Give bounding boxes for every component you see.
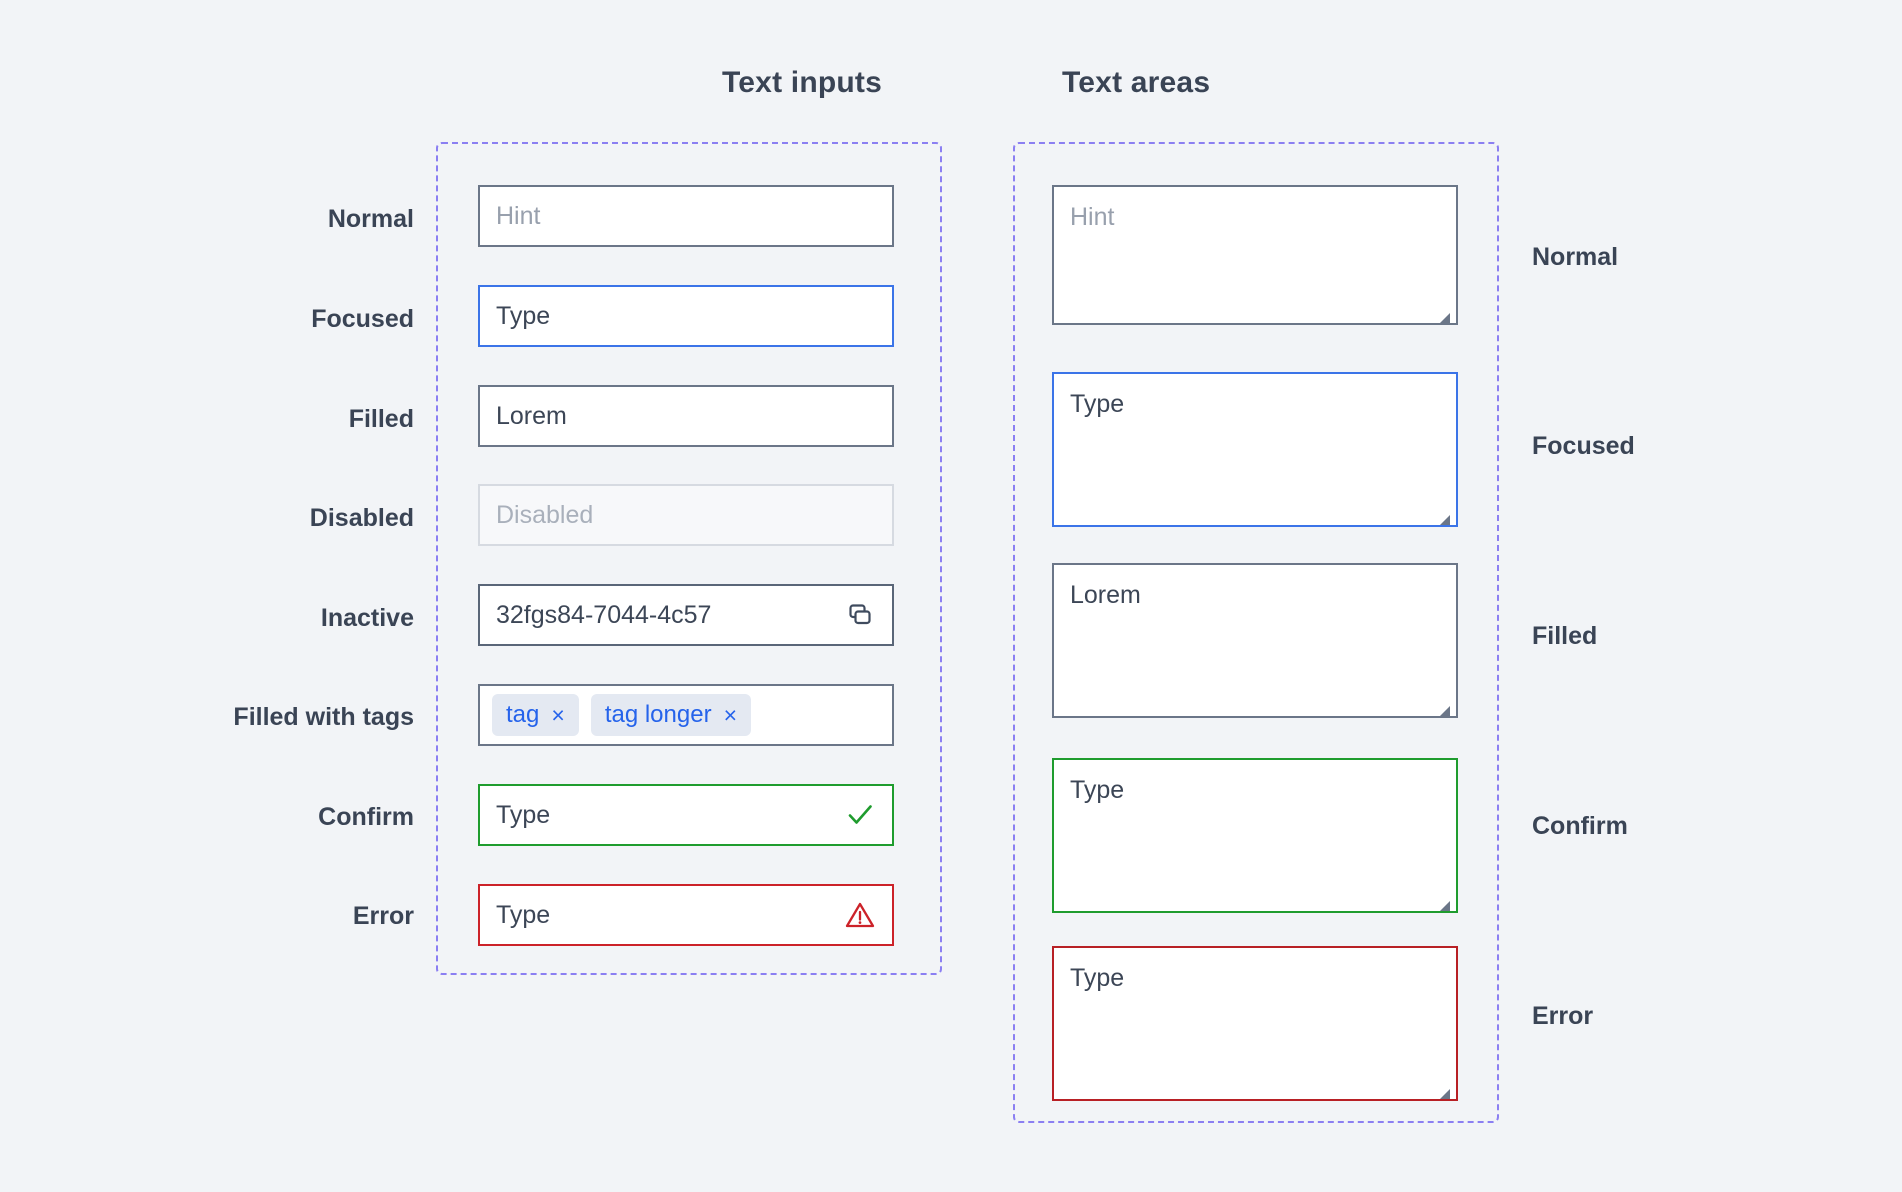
tag-remove-icon[interactable]: × xyxy=(551,701,565,728)
copy-icon[interactable] xyxy=(844,599,876,631)
text-input-disabled: Disabled xyxy=(478,484,894,546)
resize-handle-icon[interactable] xyxy=(1437,304,1451,323)
page-title-text-areas: Text areas xyxy=(1062,66,1211,99)
tag-chip-label: tag xyxy=(506,701,540,728)
textarea-filled-value: Lorem xyxy=(1070,581,1141,609)
textarea-row-label-normal: Normal xyxy=(1532,243,1619,271)
tag-chip[interactable]: tag × xyxy=(492,694,579,736)
input-row-label-inactive: Inactive xyxy=(320,604,414,632)
text-input-confirm[interactable]: Type xyxy=(478,784,894,846)
text-input-filled[interactable]: Lorem xyxy=(478,385,894,447)
input-row-label-disabled: Disabled xyxy=(309,504,414,532)
text-input-confirm-value: Type xyxy=(496,800,551,829)
textarea-row-label-filled: Filled xyxy=(1532,622,1598,650)
resize-handle-icon[interactable] xyxy=(1437,892,1451,911)
textarea-focused-value: Type xyxy=(1070,390,1125,418)
resize-handle-icon[interactable] xyxy=(1437,506,1451,525)
textarea-normal[interactable]: Hint xyxy=(1052,185,1458,325)
text-input-inactive-value: 32fgs84-7044-4c57 xyxy=(496,600,712,629)
textarea-focused[interactable]: Type xyxy=(1052,372,1458,527)
textarea-error-value: Type xyxy=(1070,964,1125,992)
tag-chip[interactable]: tag longer × xyxy=(590,694,751,736)
textarea-row-label-confirm: Confirm xyxy=(1532,812,1628,840)
textarea-filled[interactable]: Lorem xyxy=(1052,563,1458,718)
text-input-error[interactable]: Type xyxy=(478,884,894,946)
tag-remove-icon[interactable]: × xyxy=(723,701,737,728)
input-row-label-normal: Normal xyxy=(327,205,414,233)
resize-handle-icon[interactable] xyxy=(1437,697,1451,716)
input-row-label-filled-with-tags: Filled with tags xyxy=(233,703,414,731)
page-title-text-inputs: Text inputs xyxy=(722,66,882,99)
input-row-label-focused: Focused xyxy=(311,305,414,333)
text-input-error-value: Type xyxy=(496,900,551,929)
text-inputs-group-frame xyxy=(436,142,942,975)
textarea-row-label-focused: Focused xyxy=(1532,432,1635,460)
textarea-error[interactable]: Type xyxy=(1052,946,1458,1101)
text-input-inactive[interactable]: 32fgs84-7044-4c57 xyxy=(478,584,894,646)
text-input-disabled-value: Disabled xyxy=(496,500,594,529)
resize-handle-icon[interactable] xyxy=(1437,1080,1451,1099)
text-input-focused[interactable]: Type xyxy=(478,285,894,347)
check-icon xyxy=(844,799,876,831)
text-input-filled-with-tags[interactable]: tag × tag longer × xyxy=(478,684,894,746)
text-areas-group-frame xyxy=(1013,142,1499,1123)
textarea-normal-placeholder: Hint xyxy=(1070,203,1115,231)
textarea-row-label-error: Error xyxy=(1532,1002,1594,1030)
input-row-label-error: Error xyxy=(352,902,414,930)
textarea-confirm-value: Type xyxy=(1070,776,1125,804)
text-input-normal[interactable]: Hint xyxy=(478,185,894,247)
tag-chip-label: tag longer xyxy=(604,701,712,728)
input-row-label-confirm: Confirm xyxy=(318,803,414,831)
text-input-filled-value: Lorem xyxy=(496,401,567,430)
text-input-focused-value: Type xyxy=(496,301,551,330)
text-input-normal-placeholder: Hint xyxy=(496,201,541,230)
input-row-label-filled: Filled xyxy=(348,405,414,433)
warning-icon xyxy=(844,899,876,931)
textarea-confirm[interactable]: Type xyxy=(1052,758,1458,913)
